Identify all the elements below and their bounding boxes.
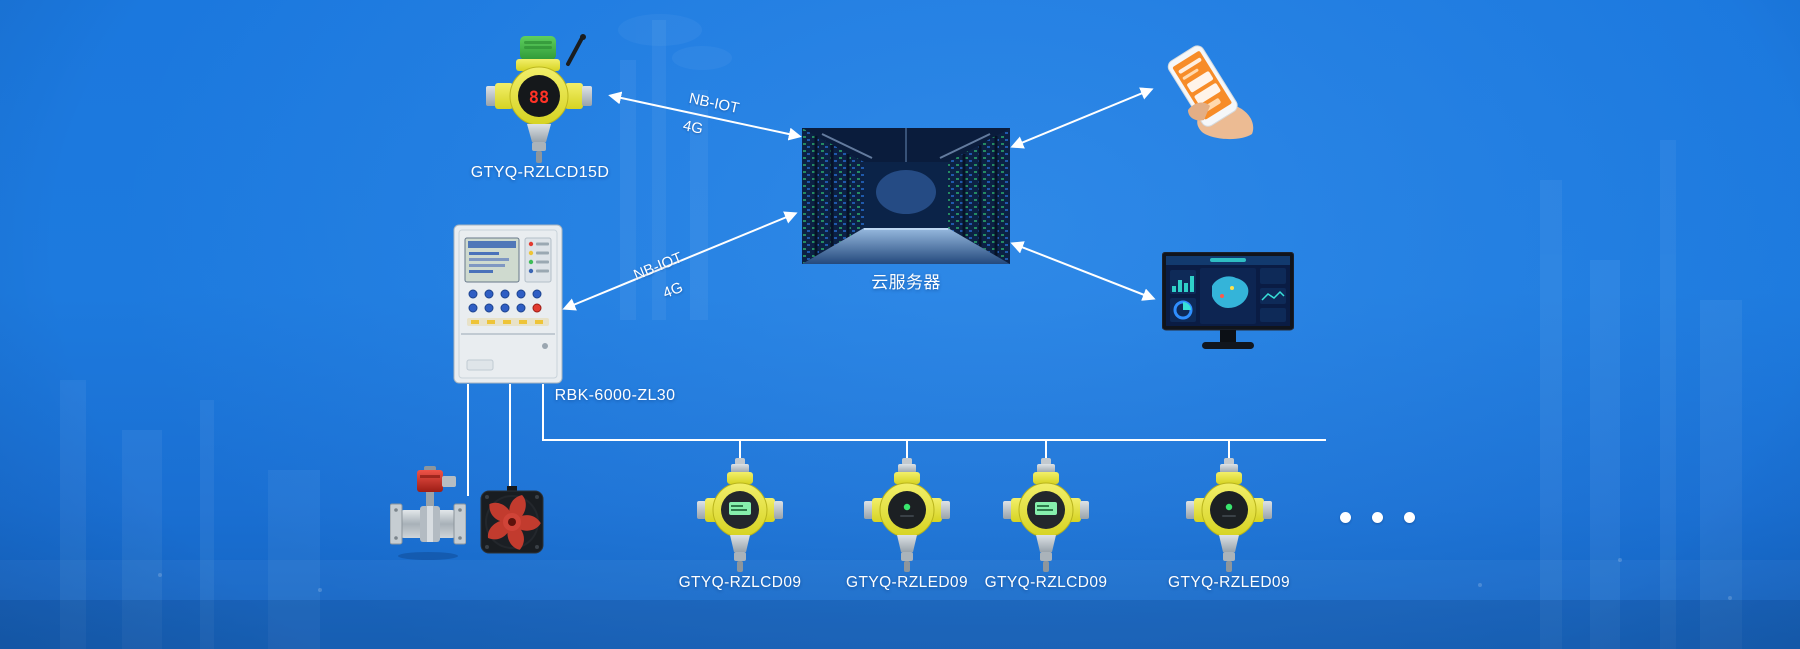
gas-detector-illustration: [864, 458, 950, 572]
link-cloud-monitor: [1010, 241, 1156, 301]
solenoid-valve: [389, 466, 467, 567]
gas-detector-3: [1001, 458, 1091, 581]
ellipsis-dot: [1372, 512, 1383, 523]
phone-illustration: [1167, 45, 1254, 140]
link-cloud-phone: [1010, 87, 1154, 149]
lcd-screen: [729, 502, 751, 515]
controller-cabinet-illustration: [453, 224, 563, 384]
detector-bus-line: [542, 384, 1326, 441]
gas-detector-2: [862, 458, 952, 581]
led-indicator: [903, 503, 911, 511]
link-controller-cloud: [562, 211, 798, 311]
gas-detector-3-label: GTYQ-RZLCD09: [984, 574, 1108, 591]
controller-buttons: [468, 289, 542, 313]
link-detector15d-cloud: [608, 91, 802, 141]
mobile-phone-in-hand: [1152, 40, 1257, 145]
lcd-screen: [1035, 502, 1057, 515]
cabinet-lock: [542, 343, 548, 349]
map-shape: [1212, 276, 1249, 308]
solenoid-coil: [417, 470, 443, 492]
led-readout: 88: [529, 88, 549, 108]
gas-detector-2-label: GTYQ-RZLED09: [846, 574, 968, 591]
gas-detector-4: [1184, 458, 1274, 581]
thumb-shape: [1188, 102, 1210, 121]
gas-detector-1: [695, 458, 785, 581]
gas-detector-illustration: [1186, 458, 1272, 572]
led-indicator: [1225, 503, 1233, 511]
cloud-server-image: [802, 128, 1010, 269]
gas-detector-illustration: [697, 458, 783, 572]
gas-alarm-controller: [453, 224, 563, 389]
din-connector: [442, 476, 456, 487]
wireless-gas-detector: 88: [480, 34, 600, 171]
more-devices-ellipsis: [1340, 512, 1415, 523]
valve-illustration: [389, 466, 467, 560]
wireless-detector-label: GTYQ-RZLCD15D: [470, 164, 610, 181]
monitor-illustration: [1161, 251, 1295, 349]
gas-detector-4-label: GTYQ-RZLED09: [1168, 574, 1290, 591]
exhaust-fan: [480, 486, 544, 561]
gas-detector-illustration: [1003, 458, 1089, 572]
monitoring-screen: [1161, 251, 1295, 361]
ellipsis-dot: [1340, 512, 1351, 523]
server-room-illustration: [802, 128, 1010, 264]
controller-label: RBK-6000-ZL30: [554, 387, 676, 404]
ellipsis-dot: [1404, 512, 1415, 523]
antenna-icon: [566, 34, 586, 66]
wireless-gas-detector-illustration: 88: [486, 34, 592, 163]
gas-detector-1-label: GTYQ-RZLCD09: [678, 574, 802, 591]
cloud-server-label: 云服务器: [871, 273, 941, 292]
fan-illustration: [480, 486, 544, 554]
